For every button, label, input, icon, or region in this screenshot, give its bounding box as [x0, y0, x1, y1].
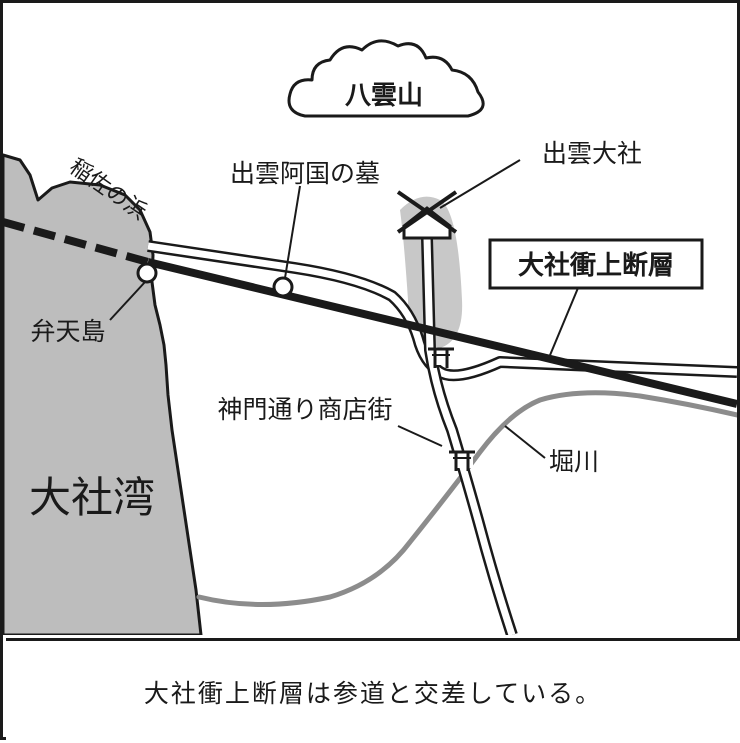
island-leader [109, 281, 146, 321]
shrine-icon [396, 190, 458, 240]
tomb-marker [272, 276, 294, 298]
caption-panel: 大社衝上断層は参道と交差している。 [6, 638, 740, 743]
river [196, 390, 737, 607]
river-label: 堀川 [549, 447, 599, 476]
fault-line [147, 258, 737, 408]
mountain-label: 八雲山 [345, 81, 423, 111]
mountain-outline [287, 39, 485, 118]
coastal-land [3, 153, 203, 635]
shrine-label: 出雲大社 [542, 139, 642, 168]
island-marker [136, 262, 158, 284]
fault-line-dashed [3, 218, 150, 266]
tomb-label: 出雲阿国の墓 [230, 159, 380, 188]
river-leader [504, 425, 546, 459]
caption-text: 大社衝上断層は参道と交差している。 [143, 679, 603, 708]
fault-label: 大社衝上断層 [518, 250, 674, 281]
bay-label: 大社湾 [29, 473, 155, 522]
island-label: 弁天島 [30, 317, 105, 346]
torii-gate-icon-upper [428, 347, 454, 368]
tomb-leader [284, 185, 301, 279]
shopping-street-label: 神門通り商店街 [217, 395, 392, 424]
shrine-leader [439, 159, 521, 209]
fault-leader [547, 287, 579, 361]
street-leader [397, 425, 443, 447]
torii-gate-icon-lower [449, 450, 475, 471]
map-canvas: 八雲山 大社衝上断層 稲佐の浜 [3, 39, 737, 635]
fault-label-box [488, 238, 704, 290]
